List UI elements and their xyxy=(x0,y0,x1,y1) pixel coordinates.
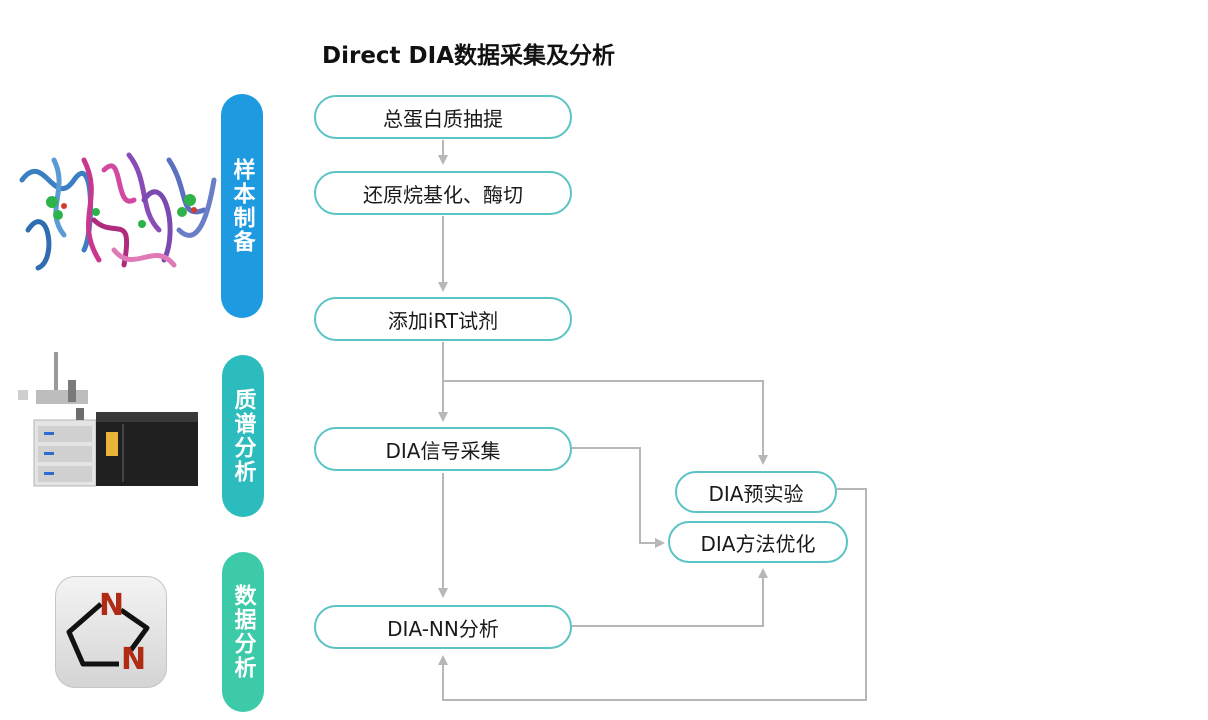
step-dia-pre-experiment: DIA预实验 xyxy=(675,471,837,513)
arrow-pre-feedback-to-analyze xyxy=(438,488,867,701)
step-dia-method-optimization: DIA方法优化 xyxy=(668,521,848,563)
dia-nn-logo: N N xyxy=(55,576,167,688)
step-protein-extraction: 总蛋白质抽提 xyxy=(314,95,572,139)
protein-structure-image xyxy=(19,152,217,271)
step-dia-acquisition: DIA信号采集 xyxy=(314,427,572,471)
stage-sample-prep: 样本制备 xyxy=(221,94,263,318)
logo-letter-top: N xyxy=(99,588,125,623)
stage-data-analysis: 数据分析 xyxy=(222,552,264,712)
arrow-irt-to-pre xyxy=(443,380,768,465)
arrow-analyze-to-optimize xyxy=(572,568,768,627)
page-title: Direct DIA数据采集及分析 xyxy=(322,43,616,69)
logo-letter-bottom: N xyxy=(121,642,147,677)
stage-ms-analysis: 质谱分析 xyxy=(222,355,264,517)
step-add-irt: 添加iRT试剂 xyxy=(314,297,572,341)
imidazole-ring-icon xyxy=(66,602,150,667)
arrow-acquire-to-optimize xyxy=(572,447,665,548)
step-reduction-digestion: 还原烷基化、酶切 xyxy=(314,171,572,215)
step-dia-nn-analysis: DIA-NN分析 xyxy=(314,605,572,649)
mass-spectrometer-image xyxy=(18,352,198,487)
